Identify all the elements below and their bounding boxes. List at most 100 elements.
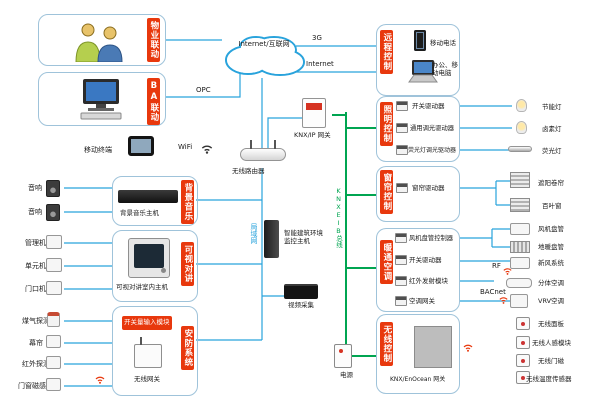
bgm-host-label: 背景音乐主机	[120, 209, 159, 217]
link-opc-label: OPC	[196, 86, 211, 94]
wireless-router-icon	[240, 140, 286, 161]
bacnet-signal-icon	[499, 297, 508, 304]
wireless-gateway-icon	[134, 337, 162, 368]
bgm-host-icon	[118, 190, 178, 203]
halogen-lamp-label: 卤素灯	[542, 125, 562, 133]
rf-signal-icon	[463, 344, 473, 352]
door-label: 门口机	[25, 285, 46, 293]
property-group-box	[38, 14, 166, 66]
wire	[64, 242, 112, 290]
dimmer-actuator-icon	[396, 123, 408, 133]
floor-heating-label: 地暖盘管	[538, 243, 564, 251]
fluorescent-dimmer-label: 荧光灯调光驱动器	[408, 147, 457, 154]
wireless-pir-label: 无线人感模块	[532, 339, 571, 347]
speaker2-label: 音响	[28, 208, 42, 216]
pir-label: 红外探测	[22, 360, 50, 368]
video-capture-icon	[284, 284, 318, 299]
intercom-screen	[134, 244, 164, 268]
wireless-temp-sensor-icon	[516, 371, 530, 384]
knx-enocean-gateway-icon	[414, 326, 452, 368]
roller-shade-label: 遮阳卷帘	[538, 179, 564, 187]
switch-actuator-icon	[396, 101, 408, 111]
wire	[64, 320, 112, 387]
wire	[460, 228, 510, 248]
hvac-title: 暖通空调	[380, 240, 393, 284]
wire	[267, 117, 302, 148]
ac-gateway-label: 空调网关	[409, 297, 435, 305]
intercom-button	[161, 268, 166, 273]
vrv-ac-label: VRV空调	[538, 297, 565, 305]
gas-label: 煤气探测	[22, 317, 50, 325]
vrv-ac-icon	[510, 294, 528, 308]
wire	[64, 187, 112, 213]
split-ac-label: 分体空调	[538, 279, 564, 287]
intercom-title: 可视对讲	[181, 242, 194, 286]
curtain-title: 窗帘控制	[380, 170, 393, 214]
fan-coil-label: 风机盘管	[538, 225, 564, 233]
lighting-title: 照明控制	[380, 102, 393, 146]
building-monitor-host-icon	[264, 220, 279, 258]
speaker-icon	[46, 180, 60, 197]
wire	[346, 127, 376, 269]
computer-icon	[80, 79, 122, 120]
network-wires	[64, 39, 512, 387]
split-ac-icon	[506, 278, 532, 288]
knx-ip-gateway-label: KNX/IP 网关	[294, 131, 331, 139]
wire	[196, 199, 262, 341]
energy-lamp-label: 节能灯	[542, 103, 562, 111]
laptop-icon	[408, 60, 438, 83]
ba-group-box	[38, 72, 166, 126]
speaker-icon	[46, 204, 60, 221]
remote-group-box	[376, 24, 460, 96]
video-capture-label: 视频采集	[288, 301, 314, 309]
blinds-label: 百叶窗	[542, 202, 562, 210]
wireless-panel-icon	[516, 317, 530, 330]
curtain-actuator-label: 窗帘驱动器	[412, 184, 445, 192]
fan-coil-controller-label: 风机盘管控制器	[409, 235, 454, 242]
manager-label: 管理机	[25, 239, 46, 247]
intercom-host-label: 可视对讲室内主机	[116, 283, 168, 291]
router-label: 无线路由器	[232, 167, 265, 175]
wire	[460, 105, 512, 151]
curtain-group-box	[376, 166, 460, 222]
hvac-switch-actuator-icon	[395, 255, 407, 265]
hvac-group-box	[376, 228, 460, 312]
magnet-label: 门窗磁感应	[18, 382, 53, 390]
energy-lamp-icon	[516, 99, 527, 112]
curtain-sensor-label: 幕帘	[29, 339, 43, 347]
fluorescent-lamp-icon	[508, 146, 532, 152]
security-group-box	[112, 306, 198, 396]
curtain-sensor-icon	[46, 335, 61, 348]
power-supply-icon	[334, 344, 352, 368]
ir-emitter-label: 红外发射模块	[409, 277, 448, 285]
remote-title: 远程控制	[380, 30, 393, 74]
mobile-phone-label: 移动电话	[430, 39, 456, 47]
wire	[460, 180, 510, 206]
mobile-terminal-label: 移动终端	[84, 146, 112, 154]
security-title: 安防系统	[181, 326, 194, 370]
fluorescent-dimmer-icon	[396, 145, 408, 155]
dimmer-actuator-label: 通用调光驱动器	[410, 125, 455, 132]
tablet-icon	[128, 136, 154, 156]
wireless-door-magnet-label: 无线门磁	[538, 357, 564, 365]
knx-bus-label: KNXEIB总线	[334, 186, 343, 249]
gas-detector-icon	[47, 312, 60, 327]
speaker1-label: 音响	[28, 184, 42, 192]
fresh-air-label: 新风系统	[538, 259, 564, 267]
halogen-lamp-icon	[516, 121, 527, 134]
door-station-icon	[46, 281, 62, 295]
wireless-temp-sensor-label: 无线温度传感器	[526, 375, 572, 383]
blinds-icon	[510, 198, 530, 212]
bgm-group-box	[112, 176, 198, 226]
fluorescent-lamp-label: 荧光灯	[542, 147, 562, 155]
wifi-signal-icon	[201, 145, 213, 154]
fan-coil-icon	[510, 223, 530, 235]
floor-heating-icon	[510, 241, 530, 253]
building-monitor-host-label: 智能建筑环境监控主机	[284, 229, 323, 245]
wireless-panel-label: 无线面板	[538, 320, 564, 328]
wireless-title: 无线控制	[380, 322, 393, 366]
rf-signal-icon	[503, 268, 512, 275]
bacnet-label: BACnet	[480, 288, 506, 296]
knx-bus-wires	[332, 112, 376, 357]
